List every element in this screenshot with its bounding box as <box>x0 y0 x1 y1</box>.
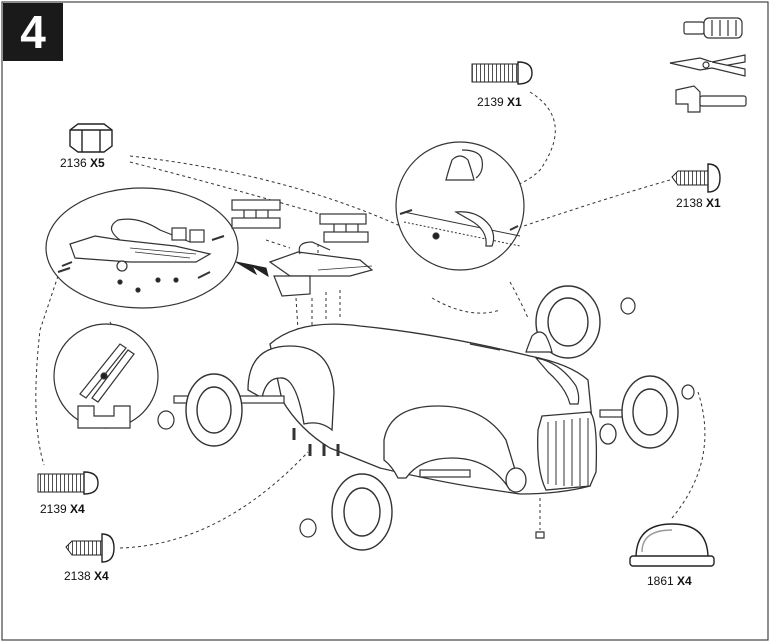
part-label-2139-x1: 2139 X1 <box>477 95 522 109</box>
pliers-icon <box>669 54 746 77</box>
part-qty: X4 <box>677 574 692 588</box>
screwdriver-icon <box>683 17 743 39</box>
pedal-car-body <box>247 323 617 495</box>
grille-slats <box>547 418 589 486</box>
part-qty: X1 <box>507 95 522 109</box>
part-label-2139-x4: 2139 X4 <box>40 502 85 516</box>
hammer-icon <box>675 85 747 113</box>
bell-detail-callout <box>395 141 525 271</box>
screw-2138-icon <box>671 163 721 193</box>
part-qty: X4 <box>70 502 85 516</box>
seat-fastener-dashes <box>265 239 341 331</box>
part-qty: X1 <box>706 196 721 210</box>
direction-arrow <box>235 261 269 278</box>
screw-2138-x4-icon <box>65 533 115 563</box>
part-code: 1861 <box>647 574 674 588</box>
part-code: 2139 <box>477 95 504 109</box>
bolt-2139-icon <box>471 61 533 85</box>
wheels <box>185 285 679 551</box>
part-label-2138-x4: 2138 X4 <box>64 569 109 583</box>
nut-2136-icon <box>69 123 113 153</box>
bolt-2139-x4-icon <box>37 471 99 495</box>
part-qty: X5 <box>90 156 105 170</box>
seat-detail-callout <box>45 187 239 309</box>
pliers-detail-callout <box>53 323 159 429</box>
part-qty: X4 <box>94 569 109 583</box>
part-label-2138-x1: 2138 X1 <box>676 196 721 210</box>
step-number: 4 <box>3 3 63 61</box>
part-label-2136-x5: 2136 X5 <box>60 156 105 170</box>
part-label-1861-x4: 1861 X4 <box>647 574 692 588</box>
hubcap-1861-icon <box>629 523 715 567</box>
part-code: 2136 <box>60 156 87 170</box>
part-code: 2138 <box>64 569 91 583</box>
small-hardware <box>157 297 695 539</box>
part-code: 2139 <box>40 502 67 516</box>
seat-assembly <box>231 199 374 297</box>
bell-on-car <box>525 331 580 405</box>
part-code: 2138 <box>676 196 703 210</box>
